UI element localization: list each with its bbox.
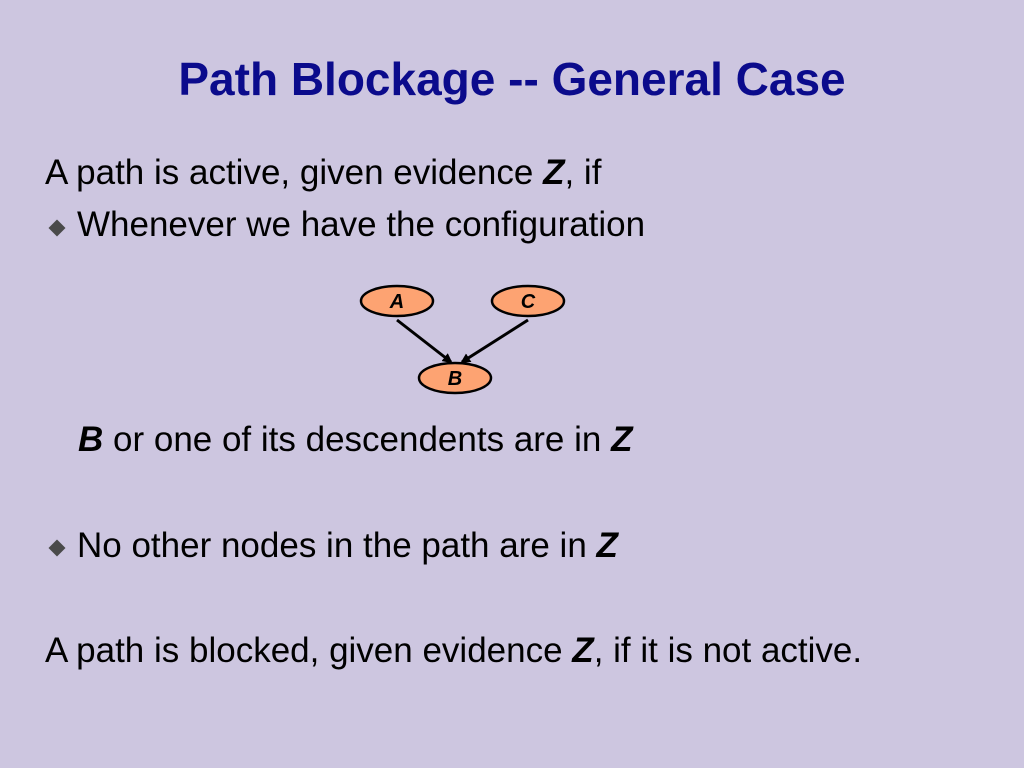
intro-var-z: Z xyxy=(543,153,565,192)
conclusion-var-z: Z xyxy=(572,631,594,670)
configuration-diagram: A C B xyxy=(359,284,566,395)
node-b: B xyxy=(417,361,493,395)
conclusion-suffix: , if it is not active. xyxy=(593,631,863,670)
bullet-item-no-other-nodes: No other nodes in the path are in Z xyxy=(77,526,618,566)
condition-var-z: Z xyxy=(611,420,633,459)
bullet-diamond-icon xyxy=(48,539,66,557)
node-a: A xyxy=(359,284,435,318)
node-c: C xyxy=(490,284,566,318)
edge-c-to-b xyxy=(460,318,529,364)
condition-var-b: B xyxy=(78,420,104,459)
condition-line: B or one of its descendents are in Z xyxy=(78,420,632,460)
bullet2-var-z: Z xyxy=(596,526,618,565)
slide-title: Path Blockage -- General Case xyxy=(178,53,846,105)
intro-line: A path is active, given evidence Z, if xyxy=(45,153,601,193)
conclusion-prefix: A path is blocked, given evidence xyxy=(45,631,573,670)
intro-prefix: A path is active, given evidence xyxy=(45,153,544,192)
bullet-item-configuration: Whenever we have the configuration xyxy=(77,205,646,244)
node-b-label: B xyxy=(448,368,462,390)
edge-a-to-b xyxy=(396,318,453,364)
condition-middle: or one of its descendents are in xyxy=(103,420,612,459)
bullet-diamond-icon xyxy=(48,219,66,237)
conclusion-line: A path is blocked, given evidence Z, if … xyxy=(45,631,862,671)
bullet2-text: No other nodes in the path are in xyxy=(77,526,597,565)
node-a-label: A xyxy=(389,291,404,313)
intro-suffix: , if xyxy=(564,153,602,192)
node-c-label: C xyxy=(521,291,536,313)
